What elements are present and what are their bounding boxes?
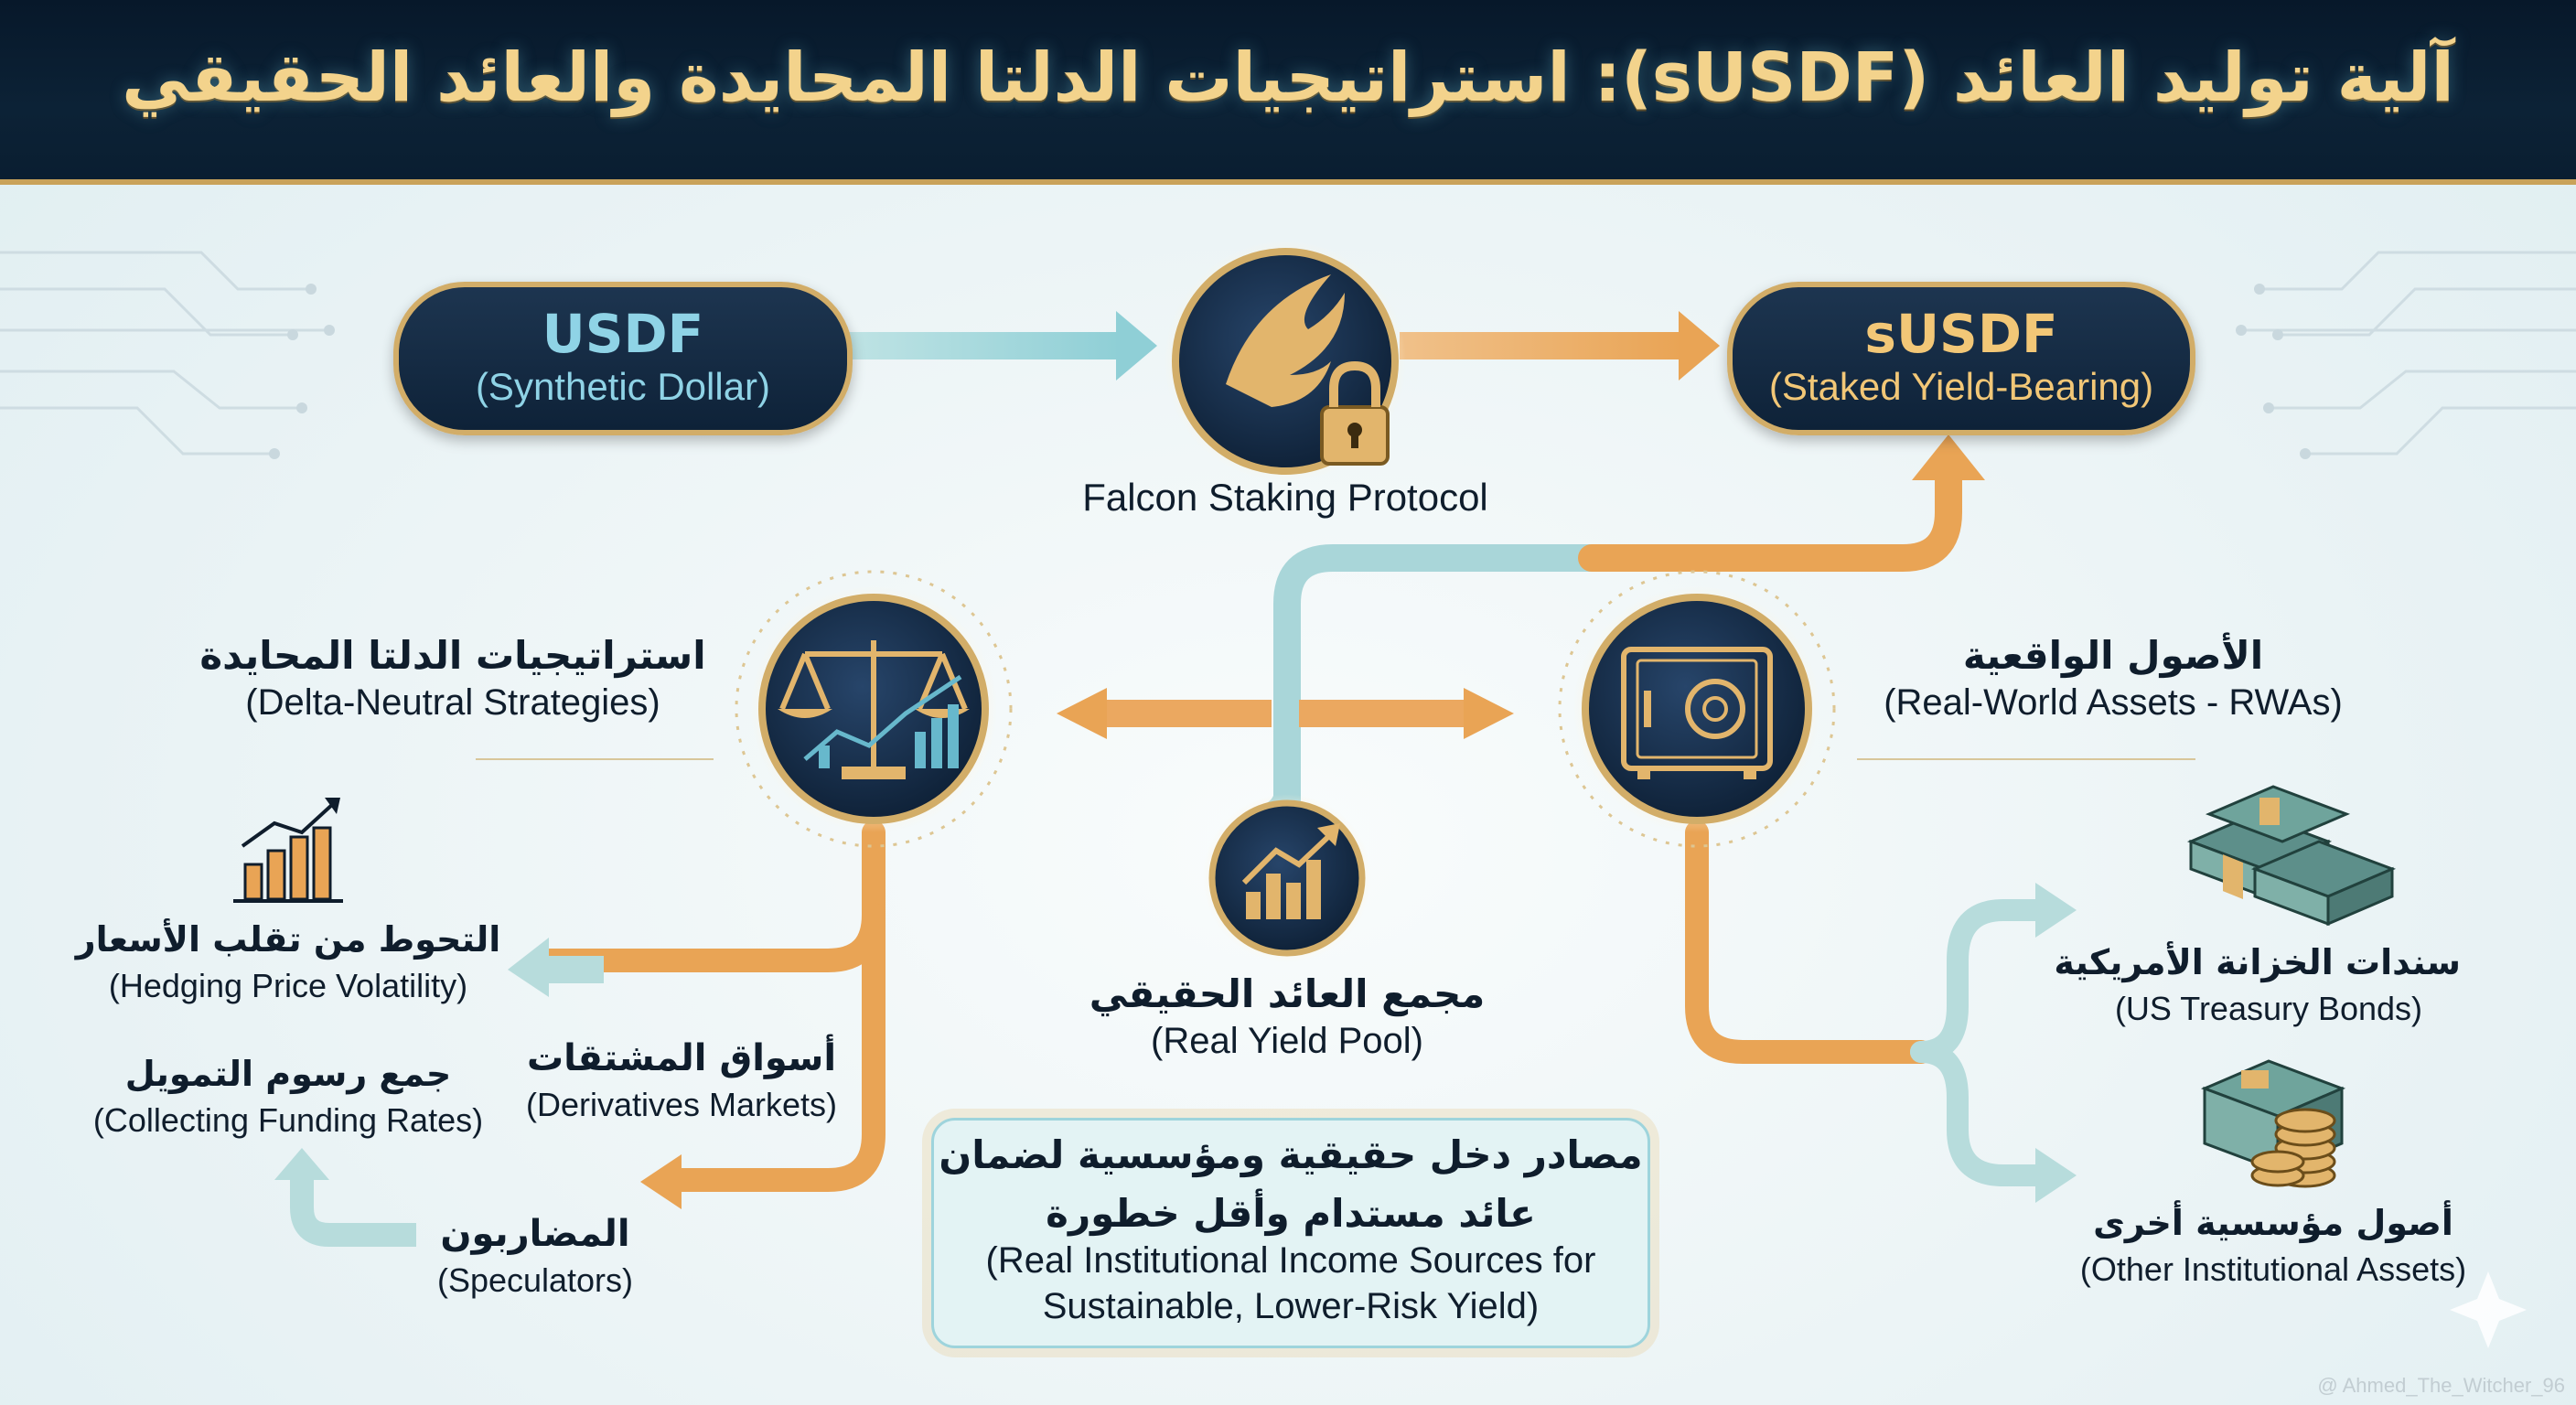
- cash-stacks-icon: [2186, 785, 2397, 927]
- circuit-lines-decoration: [0, 251, 2576, 459]
- bar-chart-up-icon: [233, 798, 343, 903]
- funding-label: جمع رسوم التمويل (Collecting Funding Rat…: [82, 1049, 494, 1142]
- arrow-speculators-to-funding: [274, 1148, 416, 1247]
- arrowhead-to-susdf: [1912, 434, 1985, 480]
- delta-label: استراتيجيات الدلتا المحايدة (Delta-Neutr…: [178, 631, 727, 724]
- pool-label-en: (Real Yield Pool): [1151, 1021, 1423, 1061]
- derivatives-label-ar: أسواق المشتقات: [526, 1037, 837, 1079]
- delta-label-en: (Delta-Neutral Strategies): [245, 682, 660, 723]
- treasury-label-ar: سندات الخزانة الأمريكية: [2054, 942, 2461, 982]
- treasury-label: سندات الخزانة الأمريكية (US Treasury Bon…: [2054, 938, 2461, 1031]
- info-line2-ar: عائد مستدام وأقل خطورة: [1046, 1191, 1536, 1236]
- delta-label-ar: استراتيجيات الدلتا المحايدة: [199, 633, 706, 678]
- arrowhead-to-speculators: [640, 1154, 682, 1209]
- funding-label-en: (Collecting Funding Rates): [92, 1101, 484, 1139]
- usdf-subtitle: (Synthetic Dollar): [475, 365, 771, 408]
- arrow-usdf-to-protocol: [846, 311, 1157, 381]
- hedging-label: التحوط من تقلب الأسعار (Hedging Price Vo…: [73, 915, 503, 1008]
- falcon-lock-icon: [1165, 241, 1406, 482]
- funding-label-ar: جمع رسوم التمويل: [124, 1054, 452, 1094]
- info-box: مصادر دخل حقيقية ومؤسسية لضمان عائد مستد…: [931, 1118, 1650, 1348]
- info-line2-en: Sustainable, Lower-Risk Yield): [1042, 1286, 1540, 1326]
- other-assets-label: أصول مؤسسية أخرى (Other Institutional As…: [2058, 1198, 2488, 1292]
- hedging-label-en: (Hedging Price Volatility): [108, 967, 468, 1004]
- info-line1-en: (Real Institutional Income Sources for: [985, 1240, 1596, 1281]
- susdf-subtitle: (Staked Yield-Bearing): [1768, 365, 2154, 408]
- protocol-label: Falcon Staking Protocol: [1082, 476, 1488, 519]
- arrow-pool-to-rwa: [1299, 688, 1514, 739]
- rwa-branches: [1685, 820, 2051, 1186]
- watermark: @ Ahmed_The_Witcher_96: [2317, 1374, 2565, 1397]
- derivatives-label: أسواق المشتقات (Derivatives Markets): [512, 1034, 851, 1127]
- arrowhead-to-other-assets: [2035, 1148, 2077, 1203]
- arrow-protocol-to-susdf: [1400, 311, 1720, 381]
- arrowhead-to-treasury: [2035, 883, 2077, 938]
- info-line1-ar: مصادر دخل حقيقية ومؤسسية لضمان: [939, 1132, 1643, 1177]
- arrowhead-to-hedging: [508, 938, 549, 997]
- hedging-label-ar: التحوط من تقلب الأسعار: [75, 919, 501, 960]
- arrow-pool-to-delta: [1057, 688, 1272, 739]
- pool-label: مجمع العائد الحقيقي (Real Yield Pool): [1013, 970, 1562, 1063]
- speculators-label-ar: المضاربون: [440, 1213, 630, 1255]
- usdf-name: USDF: [542, 303, 704, 365]
- other-assets-label-ar: أصول مؤسسية أخرى: [2093, 1203, 2453, 1243]
- vault-icon: [1558, 570, 1836, 848]
- page-title: آلية توليد العائد (sUSDF): استراتيجيات ا…: [122, 38, 2454, 117]
- scales-chart-icon: [735, 570, 1013, 848]
- rwa-label-ar: الأصول الواقعية: [1962, 633, 2264, 678]
- other-assets-label-en: (Other Institutional Assets): [2079, 1250, 2467, 1288]
- rwa-label-en: (Real-World Assets - RWAs): [1884, 682, 2343, 723]
- growth-chart-icon: [1203, 794, 1371, 962]
- arrow-pool-to-susdf: [1273, 462, 1962, 819]
- delta-branches: [537, 820, 886, 1192]
- rwa-label: الأصول الواقعية (Real-World Assets - RWA…: [1830, 631, 2397, 724]
- susdf-pill: sUSDF (Staked Yield-Bearing): [1727, 282, 2195, 435]
- cash-coins-icon: [2200, 1059, 2346, 1188]
- susdf-name: sUSDF: [1864, 303, 2058, 365]
- usdf-pill: USDF (Synthetic Dollar): [393, 282, 853, 435]
- sparkle-icon: [2450, 1271, 2527, 1348]
- derivatives-label-en: (Derivatives Markets): [525, 1086, 838, 1123]
- treasury-label-en: (US Treasury Bonds): [2114, 990, 2423, 1027]
- speculators-label-en: (Speculators): [436, 1261, 634, 1299]
- speculators-label: المضاربون (Speculators): [416, 1209, 654, 1303]
- pool-label-ar: مجمع العائد الحقيقي: [1089, 971, 1486, 1016]
- title-banner: آلية توليد العائد (sUSDF): استراتيجيات ا…: [0, 0, 2576, 185]
